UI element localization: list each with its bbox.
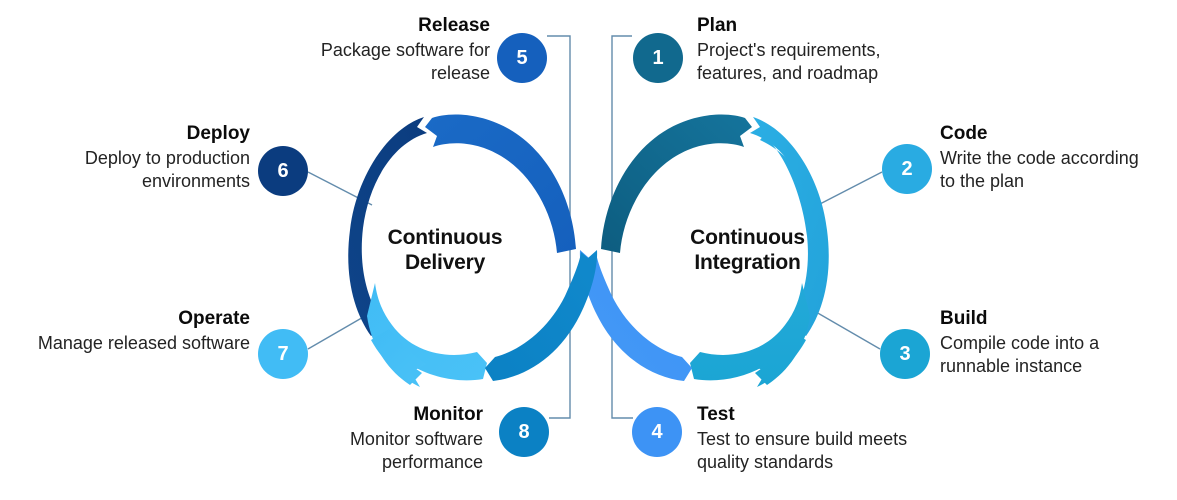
step-plan-desc-line2: features, and roadmap <box>697 63 879 83</box>
step-release-title: Release <box>418 15 490 36</box>
step-deploy-title: Deploy <box>186 123 250 144</box>
step-code-text: Code Write the code according to the pla… <box>940 122 1177 193</box>
step-deploy-desc-line1: Deploy to production <box>84 148 250 168</box>
step-badge-monitor[interactable]: 8 <box>499 407 549 457</box>
arc-release <box>425 114 576 254</box>
connector-build <box>815 311 881 350</box>
center-label-continuous-integration: Continuous Integration <box>640 225 855 275</box>
step-release-text: Release Package software for release <box>275 14 490 85</box>
step-test-desc-line1: Test to ensure build meets <box>697 429 908 449</box>
step-badge-test[interactable]: 4 <box>632 407 682 457</box>
arc-operate <box>367 283 487 387</box>
step-code-desc-line2: to the plan <box>940 171 1025 191</box>
step-badge-plan[interactable]: 1 <box>633 33 683 83</box>
arc-monitor <box>485 250 598 381</box>
step-build-text: Build Compile code into a runnable insta… <box>940 307 1175 378</box>
step-monitor-title: Monitor <box>413 404 483 425</box>
step-plan-title: Plan <box>697 15 738 36</box>
connector-code <box>817 171 883 206</box>
center-label-cd-line2: Delivery <box>404 251 486 274</box>
step-code-desc-line1: Write the code according <box>940 148 1139 168</box>
step-badge-build-number: 3 <box>899 342 911 365</box>
step-badge-monitor-number: 8 <box>518 420 530 443</box>
step-badge-code-number: 2 <box>901 157 913 180</box>
step-monitor-desc-line2: performance <box>381 452 483 472</box>
arc-build <box>690 283 810 387</box>
step-badge-release[interactable]: 5 <box>497 33 547 83</box>
step-operate-title: Operate <box>178 308 250 329</box>
step-deploy-text: Deploy Deploy to production environments <box>20 122 250 193</box>
step-badge-code[interactable]: 2 <box>882 144 932 194</box>
center-label-ci-line1: Continuous <box>690 226 805 249</box>
step-release-desc-line2: release <box>430 63 490 83</box>
step-badge-operate-number: 7 <box>277 342 289 365</box>
step-test-desc-line2: quality standards <box>697 452 834 472</box>
step-build-desc-line1: Compile code into a <box>940 333 1100 353</box>
step-operate-text: Operate Manage released software <box>8 307 250 355</box>
center-label-ci-line2: Integration <box>694 251 801 274</box>
step-monitor-desc-line1: Monitor software <box>349 429 483 449</box>
step-build-desc-line2: runnable instance <box>940 356 1083 376</box>
step-badge-deploy[interactable]: 6 <box>258 146 308 196</box>
step-badge-operate[interactable]: 7 <box>258 329 308 379</box>
step-build-title: Build <box>940 308 988 329</box>
step-plan-desc-line1: Project's requirements, <box>697 40 881 60</box>
step-badge-deploy-number: 6 <box>277 159 289 182</box>
step-badge-release-number: 5 <box>516 46 528 69</box>
step-badge-build[interactable]: 3 <box>880 329 930 379</box>
step-code-title: Code <box>940 123 988 144</box>
step-badge-plan-number: 1 <box>652 46 664 69</box>
center-label-cd-line1: Continuous <box>387 226 503 249</box>
arc-plan <box>601 114 752 254</box>
step-operate-desc-line1: Manage released software <box>37 333 250 353</box>
center-label-continuous-delivery: Continuous Delivery <box>345 225 545 275</box>
step-monitor-text: Monitor Monitor software performance <box>295 403 483 474</box>
step-deploy-desc-line2: environments <box>141 171 250 191</box>
step-test-text: Test Test to ensure build meets quality … <box>697 403 997 474</box>
step-badge-test-number: 4 <box>651 420 663 443</box>
arc-deploy <box>348 117 427 336</box>
arc-code <box>750 117 829 336</box>
step-test-title: Test <box>697 404 735 425</box>
step-plan-text: Plan Project's requirements, features, a… <box>697 14 997 85</box>
step-release-desc-line1: Package software for <box>320 40 490 60</box>
